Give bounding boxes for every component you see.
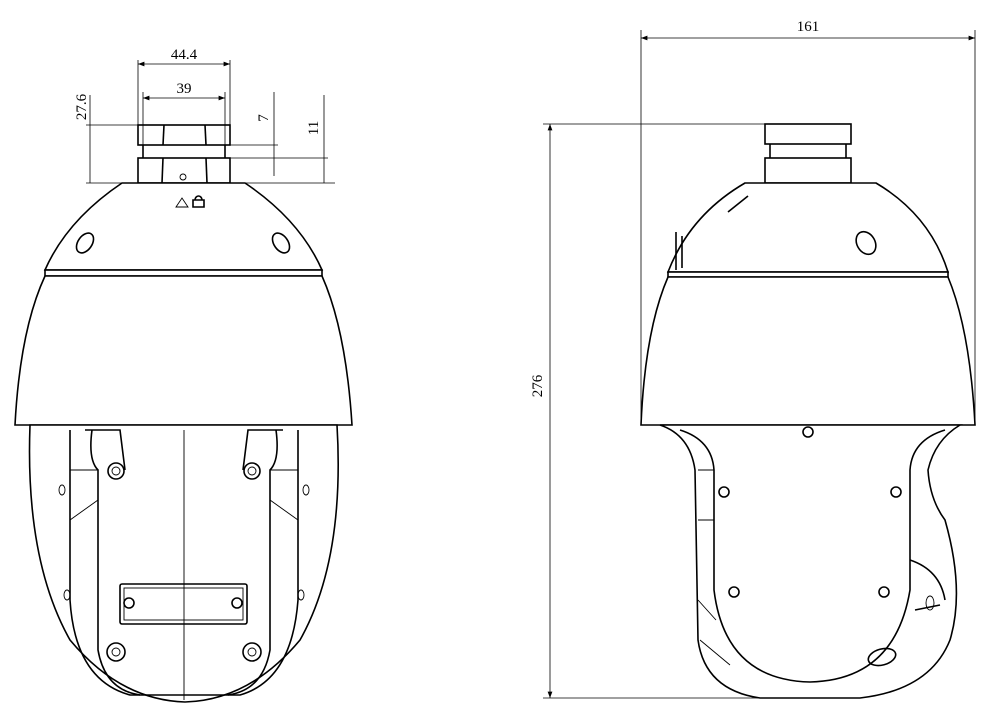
vent-hole	[75, 232, 95, 254]
front-band	[44, 269, 323, 277]
vent-hole	[271, 232, 291, 254]
front-top-cap	[43, 182, 324, 271]
side-view: 161 276	[530, 19, 976, 699]
side-top-cap	[666, 182, 950, 273]
dim-39-label: 39	[177, 81, 192, 97]
dim-11-label: 11	[306, 121, 322, 135]
dim-276-label: 276	[530, 374, 546, 397]
front-dimensions: 44.4 39 27.6 7 11	[74, 47, 335, 184]
screw-icon	[106, 462, 262, 662]
screw-icon	[718, 426, 902, 598]
dim-44-4-label: 44.4	[171, 47, 198, 63]
side-mount	[764, 123, 852, 184]
vent-hole	[855, 230, 877, 256]
front-view: 44.4 39 27.6 7 11	[14, 47, 353, 703]
front-dome	[14, 275, 353, 426]
label-plate	[119, 583, 248, 625]
warning-triangle-icon	[175, 197, 189, 208]
front-mount	[137, 124, 231, 184]
dim-161-label: 161	[797, 19, 820, 35]
dim-27-6-label: 27.6	[74, 93, 90, 120]
side-dimensions: 161 276	[530, 19, 976, 699]
side-dome	[640, 276, 976, 426]
side-lower-housing	[659, 424, 963, 699]
lock-icon	[192, 195, 205, 208]
dim-7-label: 7	[256, 114, 272, 122]
